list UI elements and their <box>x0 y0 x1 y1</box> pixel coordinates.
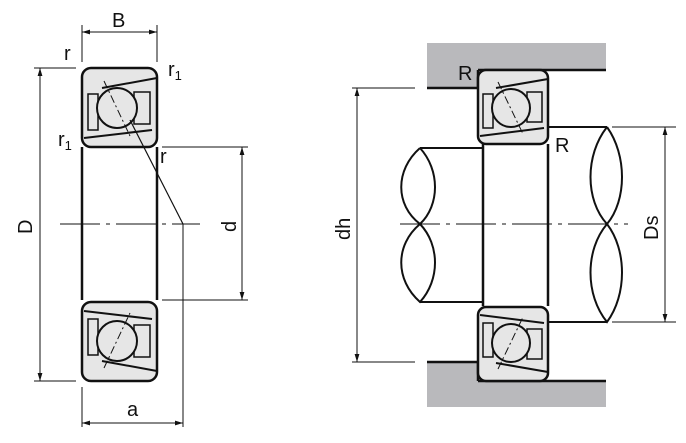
label-R-housing: R <box>458 63 472 85</box>
bearing-mounting-view: dh Ds R R <box>333 43 676 407</box>
label-r-inner: r <box>160 146 167 168</box>
housing-top <box>427 43 606 88</box>
bearing-section-top <box>476 68 550 146</box>
bearing-section-top <box>80 66 159 149</box>
label-Ds: Ds <box>641 216 663 240</box>
label-D: D <box>15 220 37 234</box>
bearing-section-bottom <box>80 300 159 383</box>
label-r-top: r <box>64 43 71 65</box>
label-d: d <box>219 221 241 232</box>
label-a: a <box>127 399 139 421</box>
label-R-shaft: R <box>555 135 569 157</box>
label-B: B <box>112 10 125 32</box>
label-r1-left: r1 <box>58 129 72 153</box>
bearing-left-view: B D d a r r1 r1 r <box>15 10 248 427</box>
label-r1-top: r1 <box>168 59 182 83</box>
housing-bottom <box>427 362 606 407</box>
label-dh: dh <box>333 218 355 240</box>
bearing-section-bottom <box>476 305 550 383</box>
shaft-left <box>400 147 483 304</box>
